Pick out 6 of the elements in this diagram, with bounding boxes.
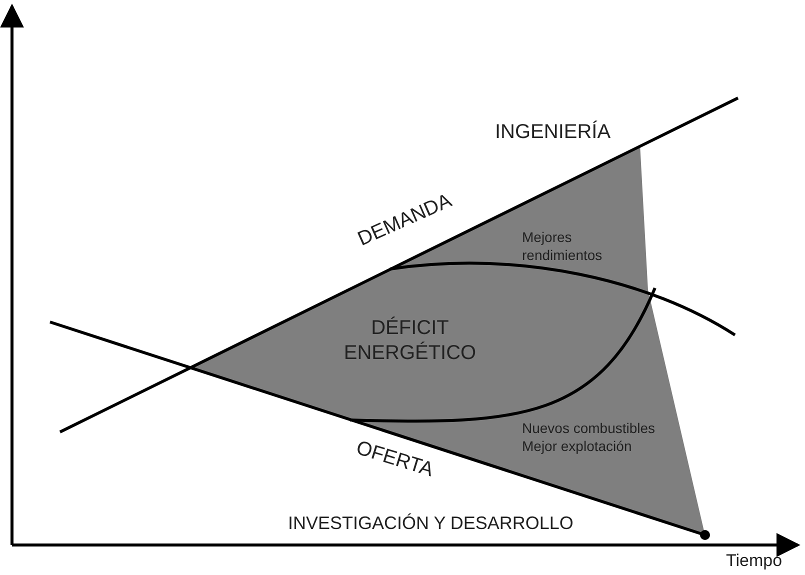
axis-label: Tiempo	[726, 550, 782, 572]
region-label: DÉFICIT ENERGÉTICO	[342, 316, 478, 366]
curve-label: INGENIERÍA	[495, 120, 611, 145]
axis-label: INVESTIGACIÓN Y DESARROLLO	[288, 512, 574, 534]
region-label: Mejores rendimientos	[522, 229, 604, 264]
region-label: Nuevos combustibles Mejor explotación	[522, 420, 656, 455]
